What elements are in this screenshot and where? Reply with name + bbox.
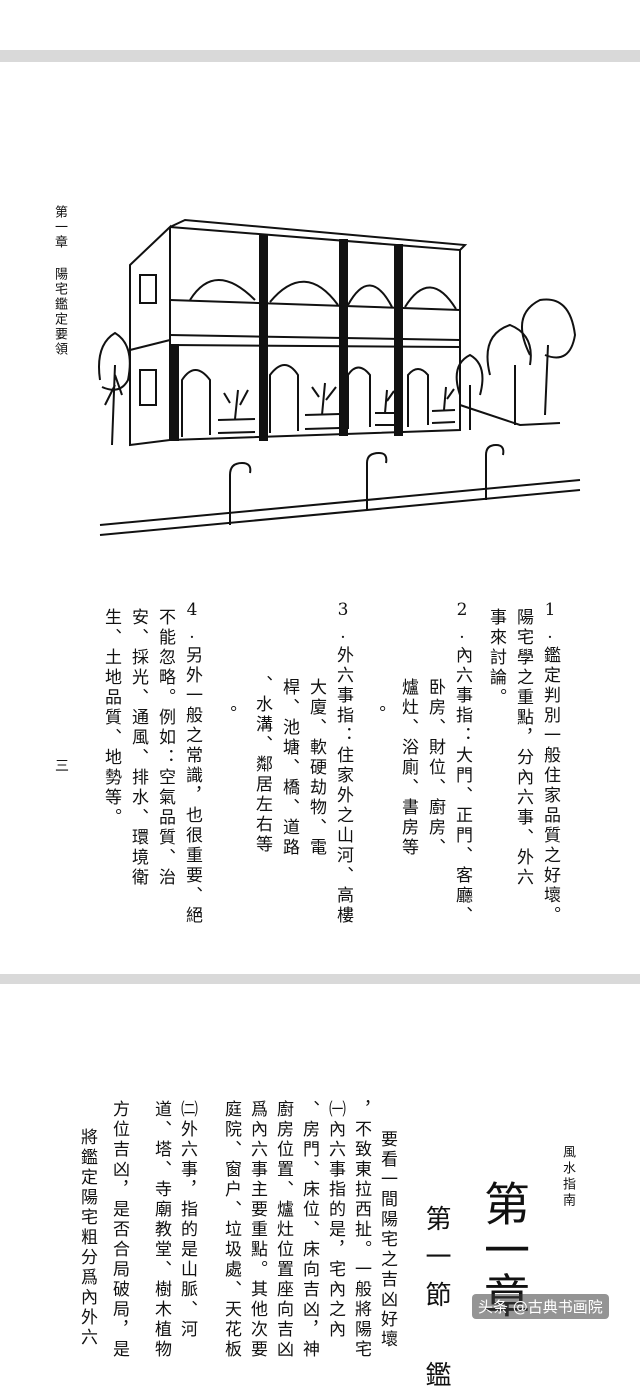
text-column: 陽宅學之重點，分內六事、外六 xyxy=(513,608,533,888)
watermark: 头条 @古典书画院 xyxy=(472,1294,609,1319)
text-column: 事來討論。 xyxy=(486,608,506,708)
text-column: 要看一間陽宅之吉凶好壞 xyxy=(377,1130,397,1350)
text-column: 、水溝、鄰居左右等 xyxy=(252,675,272,855)
text-column: 廚房位置、爐灶位置座向吉凶 xyxy=(273,1100,293,1360)
text-column: 2.內六事指：大門、正門、客廳、 xyxy=(452,600,472,926)
text-column: 不能忽略。例如：空氣品質、治 xyxy=(155,608,175,888)
page-number: 三 xyxy=(53,758,69,772)
text-column: 道、塔、寺廟教堂、樹木植物 xyxy=(151,1100,171,1360)
section-title: 第一節 鑑 xyxy=(421,1205,451,1399)
text-column: 卧房、財位、廚房、 xyxy=(425,678,445,858)
running-head: 第一章 陽宅鑑定要領 xyxy=(52,205,67,357)
text-column: ㈠內六事指的是，宅內之內 xyxy=(325,1100,345,1340)
text-column: 、房門、床位、床向吉凶，神 xyxy=(299,1100,319,1360)
text-column: 桿、池塘、橋、道路 xyxy=(279,678,299,858)
text-column: 1.鑑定判別一般住家品質之好壞。 xyxy=(540,600,560,926)
text-column: ㈡外六事，指的是山脈、河 xyxy=(177,1100,197,1340)
text-column: 4.另外一般之常識，也很重要、絕 xyxy=(182,600,202,926)
top-separator xyxy=(0,50,640,62)
text-column: 將鑑定陽宅粗分爲內外六 xyxy=(77,1128,97,1348)
text-column: 。 xyxy=(365,705,385,725)
text-column: 大廈、軟硬劫物、電 xyxy=(306,678,326,858)
building-illustration xyxy=(98,218,581,536)
book-title-header: 風水指南 xyxy=(560,1145,575,1209)
text-column: 爐灶、浴廁、書房等 xyxy=(398,678,418,858)
text-column: 爲內六事主要重點。其他次要 xyxy=(247,1100,267,1360)
text-column: 庭院、窗户、垃圾處、天花板 xyxy=(221,1100,241,1360)
text-column: 安、採光、通風、排水、環境衛 xyxy=(128,608,148,888)
text-column: ，不致東拉西扯。一般將陽宅 xyxy=(351,1100,371,1360)
text-column: 。 xyxy=(216,705,236,725)
text-column: 3.外六事指：住家外之山河、高樓 xyxy=(333,600,353,926)
text-column: 方位吉凶，是否合局破局，是 xyxy=(109,1100,129,1360)
text-column: 生、土地品質、地勢等。 xyxy=(101,608,121,828)
page-separator xyxy=(0,974,640,984)
